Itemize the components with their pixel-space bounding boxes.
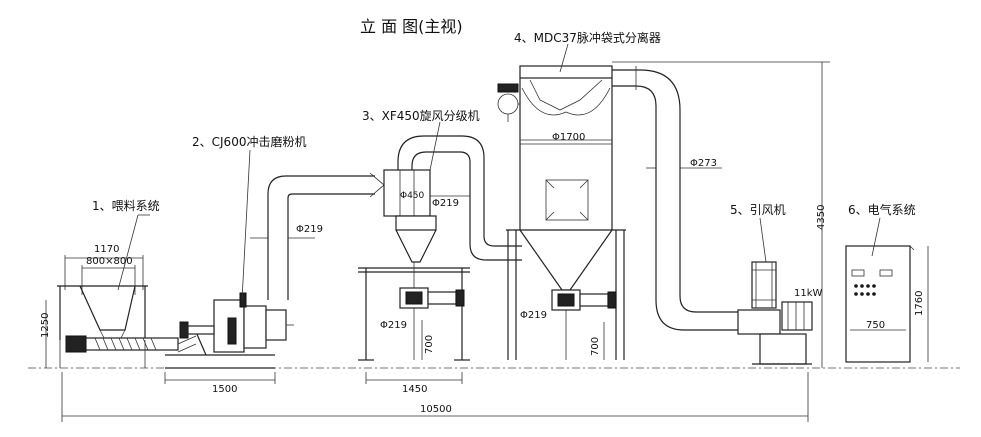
dim-exhaust-dia: Φ273 <box>690 158 717 169</box>
impact-mill <box>164 149 294 384</box>
dim-mill-base: 1500 <box>212 384 237 395</box>
dim-cyclone-outlet: Φ219 <box>380 320 407 331</box>
dim-total-height: 4350 <box>816 205 827 230</box>
feeding-system <box>57 214 197 368</box>
transfer-pipe <box>469 200 522 261</box>
label-bag-collector: 4、MDC37脉冲袋式分离器 <box>514 30 661 45</box>
electrical-cabinet <box>845 217 929 363</box>
dim-feed-height: 1250 <box>40 313 51 338</box>
induced-fan <box>737 217 813 365</box>
exhaust-pipe <box>612 66 738 331</box>
dim-motor-power: 11kW <box>794 288 823 299</box>
dim-hopper-size: 800×800 <box>86 256 133 267</box>
dim-cabinet-height: 1760 <box>914 291 925 316</box>
dim-leg-height-2: 700 <box>590 337 601 356</box>
overall-height-dim <box>612 61 830 368</box>
dim-pipe-dia-1: Φ219 <box>296 224 323 235</box>
dim-cabinet-width: 750 <box>866 320 885 331</box>
dim-pipe-dia-2: Φ219 <box>432 198 459 209</box>
drawing-title: 立 面 图(主视) <box>360 17 463 36</box>
dim-cyclone-dia: Φ450 <box>400 191 425 201</box>
dim-leg-height-1: 700 <box>424 335 435 354</box>
label-feeding-system: 1、喂料系统 <box>92 199 160 213</box>
bag-collector <box>497 43 626 360</box>
dim-total-length: 10500 <box>420 404 452 415</box>
label-impact-mill: 2、CJ600冲击磨粉机 <box>192 134 306 149</box>
dim-collector-outlet: Φ219 <box>520 310 547 321</box>
dim-feed-width: 1170 <box>94 244 119 255</box>
label-induced-fan: 5、引风机 <box>730 203 786 217</box>
dim-bag-dia: Φ1700 <box>552 132 585 143</box>
label-cyclone-classifier: 3、XF450旋风分级机 <box>362 109 480 123</box>
dim-classifier-base: 1450 <box>402 384 427 395</box>
cyclone-classifier <box>358 121 485 384</box>
label-electrical-system: 6、电气系统 <box>848 202 916 217</box>
riser-pipe <box>250 172 385 300</box>
overall-length-dim <box>61 372 809 422</box>
